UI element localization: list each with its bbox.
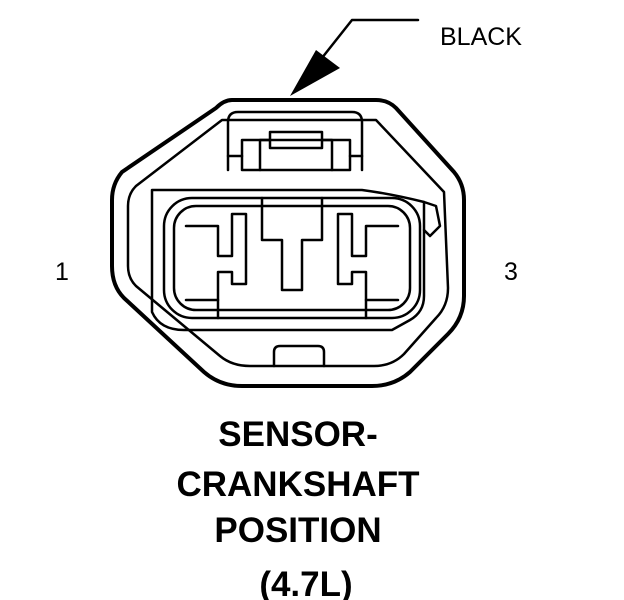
caption-line-1: SENSOR-: [218, 415, 377, 454]
callout-arrowhead: [290, 50, 340, 96]
terminal-cavity: [162, 196, 422, 320]
callout-leader: [290, 18, 420, 96]
caption-line-3: POSITION: [214, 511, 381, 550]
pin-1-label: 1: [55, 258, 69, 286]
caption-line-4: (4.7L): [259, 565, 352, 600]
terminal-1: [184, 212, 248, 302]
pin-3-label: 3: [504, 258, 518, 286]
caption-line-2: CRANKSHAFT: [176, 465, 419, 504]
terminal-3: [336, 212, 400, 302]
caption: SENSOR- CRANKSHAFT POSITION (4.7L): [176, 415, 419, 600]
connector-outer-housing: [110, 98, 466, 388]
cavity-floor: [216, 298, 368, 320]
terminal-shroud: [150, 188, 426, 332]
locking-latch: [226, 110, 364, 172]
connector-inner-ring: [126, 118, 450, 368]
polarizing-key: [422, 200, 442, 238]
bottom-tab: [272, 344, 326, 368]
terminal-cavity-inner: [172, 204, 412, 312]
color-callout-label: BLACK: [440, 23, 522, 51]
connector-body: [110, 98, 466, 388]
terminal-2: [260, 196, 324, 292]
